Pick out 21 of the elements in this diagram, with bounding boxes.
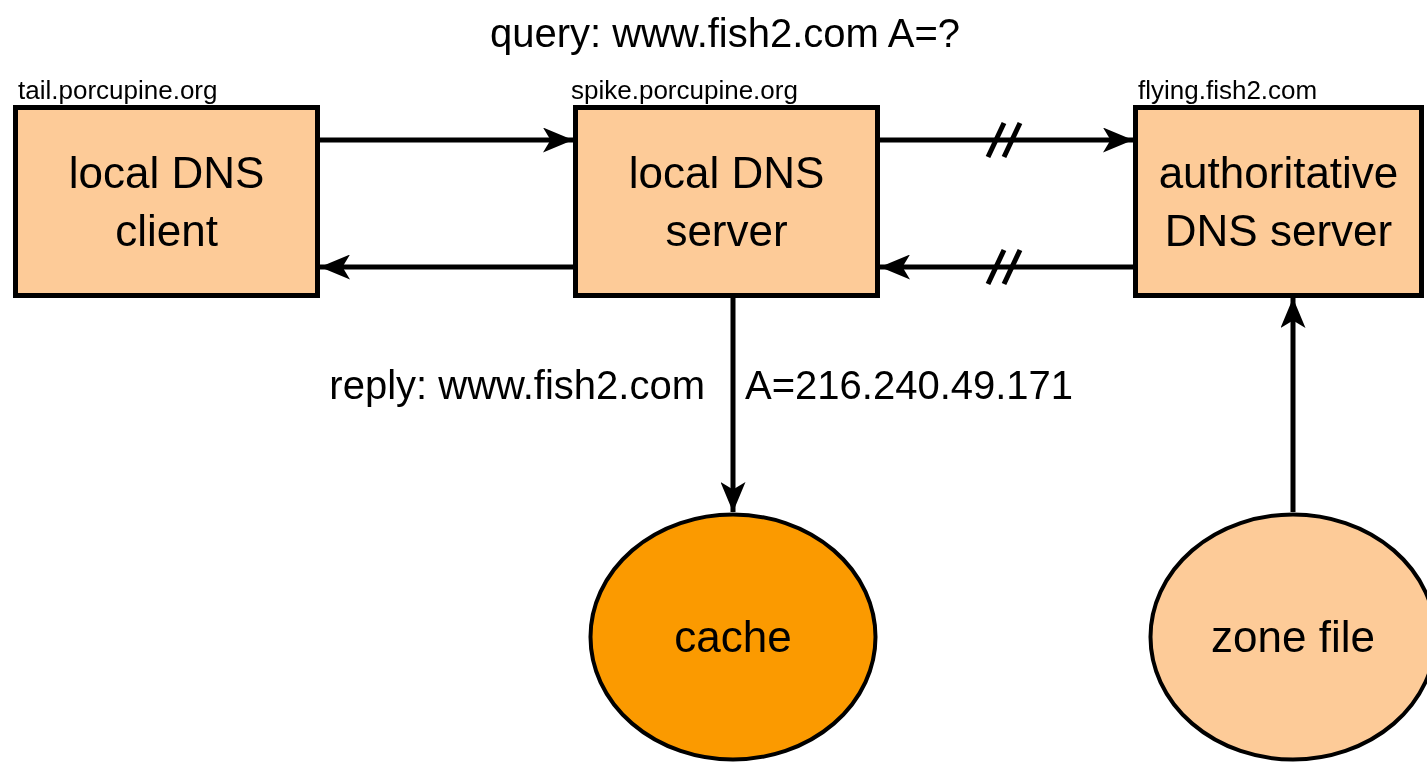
host-name: tail.porcupine.org — [18, 76, 218, 104]
server-box — [573, 105, 880, 298]
node-label: zone file — [1211, 611, 1375, 663]
node-label: local DNS server — [627, 146, 826, 257]
message-label: A=216.240.49.171 — [745, 362, 1074, 408]
arrow — [880, 127, 1133, 153]
server-box — [13, 105, 320, 298]
arrow — [1280, 298, 1306, 512]
message-label: query: www.fish2.com A=? — [489, 10, 961, 56]
arrow — [320, 127, 573, 153]
node-label: local DNS client — [67, 146, 266, 257]
host-name: flying.fish2.com — [1138, 76, 1318, 104]
node-label: cache — [674, 611, 792, 663]
arrow — [880, 254, 1133, 280]
message-label: reply: www.fish2.com — [329, 362, 705, 408]
node-label: authoritative DNS server — [1157, 146, 1400, 257]
arrow — [720, 298, 746, 512]
data-store-ellipse — [588, 512, 878, 762]
host-name: spike.porcupine.org — [571, 76, 798, 104]
arrow — [320, 254, 573, 280]
server-box — [1133, 105, 1424, 298]
